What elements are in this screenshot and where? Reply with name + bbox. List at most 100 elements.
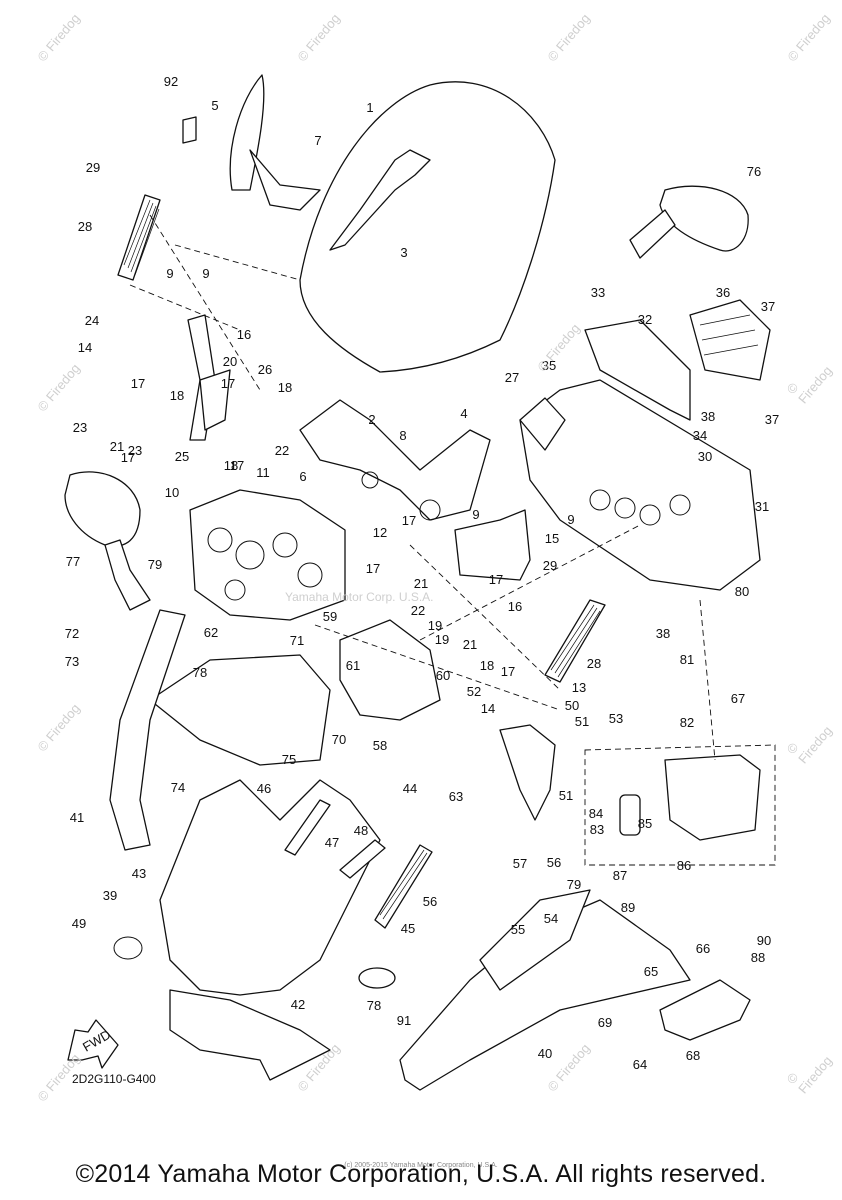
- callout-18: 18: [278, 380, 292, 395]
- callout-10: 10: [165, 485, 179, 500]
- callout-49: 49: [72, 916, 86, 931]
- callout-53: 53: [609, 711, 623, 726]
- callout-27: 27: [505, 370, 519, 385]
- callout-38: 38: [656, 626, 670, 641]
- callout-29: 29: [86, 160, 100, 175]
- callout-44: 44: [403, 781, 417, 796]
- inner-panel-part: [149, 654, 331, 766]
- callout-19: 19: [435, 632, 449, 647]
- callout-39: 39: [103, 888, 117, 903]
- callout-31: 31: [755, 499, 769, 514]
- callout-62: 62: [204, 625, 218, 640]
- inner-cover-part: [584, 299, 771, 421]
- reference-lines: [129, 214, 716, 761]
- callout-15: 15: [545, 531, 559, 546]
- callout-89: 89: [621, 900, 635, 915]
- callout-79: 79: [567, 877, 581, 892]
- callout-17: 17: [501, 664, 515, 679]
- callout-88: 88: [751, 950, 765, 965]
- air-ducts-part: [284, 799, 433, 929]
- callout-30: 30: [698, 449, 712, 464]
- callout-77: 77: [66, 554, 80, 569]
- callout-24: 24: [85, 313, 99, 328]
- callout-84: 84: [589, 806, 603, 821]
- callout-17: 17: [221, 376, 235, 391]
- callout-17: 17: [121, 450, 135, 465]
- callout-38: 38: [701, 409, 715, 424]
- callout-18: 18: [224, 458, 238, 473]
- callout-19: 19: [428, 618, 442, 633]
- callout-59: 59: [323, 609, 337, 624]
- callout-21: 21: [414, 576, 428, 591]
- callout-85: 85: [638, 816, 652, 831]
- callout-57: 57: [513, 856, 527, 871]
- callout-14: 14: [481, 701, 495, 716]
- callout-40: 40: [538, 1046, 552, 1061]
- callout-45: 45: [401, 921, 415, 936]
- callout-54: 54: [544, 911, 558, 926]
- rubber-strip-right: [544, 599, 606, 683]
- callout-14: 14: [78, 340, 92, 355]
- callout-90: 90: [757, 933, 771, 948]
- stay-bracket-part: [299, 399, 491, 521]
- callout-13: 13: [572, 680, 586, 695]
- callout-92: 92: [164, 74, 178, 89]
- callout-50: 50: [565, 698, 579, 713]
- copyright-notice: ©2014 Yamaha Motor Corporation, U.S.A. A…: [75, 1160, 767, 1188]
- callout-83: 83: [590, 822, 604, 837]
- callout-56: 56: [423, 894, 437, 909]
- callout-72: 72: [65, 626, 79, 641]
- callout-17: 17: [402, 513, 416, 528]
- callout-16: 16: [237, 327, 251, 342]
- callout-36: 36: [716, 285, 730, 300]
- rubber-strip-left: [117, 194, 161, 281]
- callout-17: 17: [131, 376, 145, 391]
- callout-23: 23: [73, 420, 87, 435]
- callout-22: 22: [411, 603, 425, 618]
- callout-16: 16: [508, 599, 522, 614]
- callout-51: 51: [559, 788, 573, 803]
- callout-18: 18: [480, 658, 494, 673]
- callout-71: 71: [290, 633, 304, 648]
- callout-58: 58: [373, 738, 387, 753]
- callout-47: 47: [325, 835, 339, 850]
- side-cowl-left-part: [109, 609, 186, 851]
- callout-64: 64: [633, 1057, 647, 1072]
- callout-37: 37: [765, 412, 779, 427]
- callout-87: 87: [613, 868, 627, 883]
- callout-12: 12: [373, 525, 387, 540]
- callout-11: 11: [256, 465, 270, 480]
- callout-29: 29: [543, 558, 557, 573]
- diagram-code: 2D2G110-G400: [72, 1072, 156, 1086]
- callout-65: 65: [644, 964, 658, 979]
- callout-22: 22: [275, 443, 289, 458]
- callout-28: 28: [78, 219, 92, 234]
- callout-82: 82: [680, 715, 694, 730]
- callout-61: 61: [346, 658, 360, 673]
- callout-2: 2: [368, 412, 375, 427]
- lower-bracket-part: [659, 979, 751, 1041]
- panel-58-part: [339, 619, 441, 721]
- callout-28: 28: [587, 656, 601, 671]
- callout-43: 43: [132, 866, 146, 881]
- callout-76: 76: [747, 164, 761, 179]
- upper-cowling-part: [113, 779, 381, 1081]
- callout-41: 41: [70, 810, 84, 825]
- cowling-frame-part: [519, 379, 761, 591]
- callout-63: 63: [449, 789, 463, 804]
- callout-66: 66: [696, 941, 710, 956]
- callout-23: 23: [128, 443, 142, 458]
- callout-55: 55: [511, 922, 525, 937]
- callout-86: 86: [677, 858, 691, 873]
- windshield-part: [299, 81, 556, 373]
- callout-56: 56: [547, 855, 561, 870]
- callout-7: 7: [314, 133, 321, 148]
- relay-box-part: [584, 744, 776, 866]
- callout-4: 4: [460, 406, 467, 421]
- lower-cowling-part: [358, 889, 691, 1091]
- fine-print: (c) 2005-2015 Yamaha Motor Corporation, …: [344, 1162, 498, 1169]
- callout-21: 21: [110, 439, 124, 454]
- callout-9: 9: [567, 512, 574, 527]
